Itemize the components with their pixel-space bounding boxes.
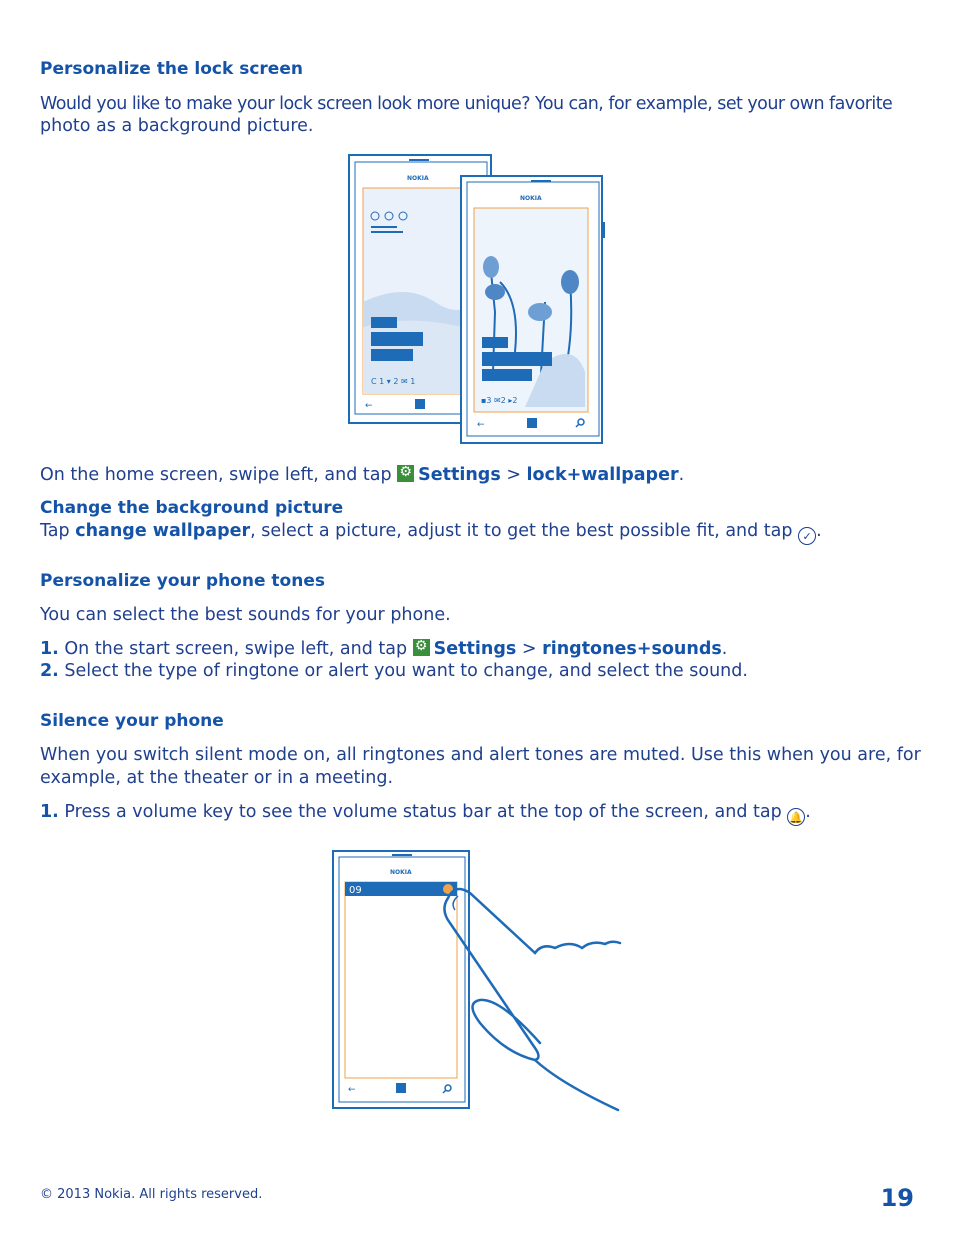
ringtones-sounds-label: ringtones+sounds	[542, 639, 722, 659]
lock-screen-phones-illustration: NOKIA C 1 ▾ 2 ✉ 1 ← NOKIA ▪3 ✉2 ▸2 ←	[348, 154, 605, 444]
settings-icon	[412, 637, 430, 656]
tap-text: Tap	[40, 521, 76, 541]
silence-step1-end: .	[805, 802, 811, 822]
lock-screen-intro-line2: photo as a background picture.	[40, 116, 314, 136]
change-background-rest: , select a picture, adjust it to get the…	[250, 521, 799, 541]
back-phone-brand: NOKIA	[407, 175, 429, 182]
phone-tones-intro: You can select the best sounds for your …	[40, 605, 451, 625]
page-number: 19	[880, 1184, 914, 1212]
instruction-end: .	[678, 465, 685, 485]
settings-icon	[397, 463, 415, 482]
lock-screen-intro-line1: Would you like to make your lock screen …	[40, 94, 893, 114]
change-background-end: .	[816, 521, 822, 541]
heading-lock-screen: Personalize the lock screen	[40, 59, 303, 79]
lock-wallpaper-label: lock+wallpaper	[526, 465, 679, 485]
settings-label: Settings	[433, 639, 517, 659]
lock-screen-instruction: On the home screen, swipe left, and tap …	[40, 463, 685, 486]
phone-tones-step2: 2. Select the type of ringtone or alert …	[40, 660, 748, 682]
silence-phone-brand: NOKIA	[390, 869, 412, 876]
heading-silence-phone: Silence your phone	[40, 711, 224, 731]
silence-step1-text: Press a volume key to see the volume sta…	[58, 802, 788, 822]
step1-end: .	[721, 639, 728, 659]
svg-text:←: ←	[348, 1085, 356, 1095]
silence-intro-line1: When you switch silent mode on, all ring…	[40, 745, 921, 765]
heading-change-background: Change the background picture	[40, 498, 344, 518]
step2-number: 2.	[40, 661, 59, 681]
svg-text:▪3 ✉2 ▸2: ▪3 ✉2 ▸2	[481, 396, 518, 405]
change-background-text: Tap change wallpaper, select a picture, …	[40, 520, 822, 545]
bell-icon: 🔔	[787, 808, 806, 826]
change-wallpaper-label: change wallpaper	[75, 521, 251, 541]
silence-intro-line2: example, at the theater or in a meeting.	[40, 768, 394, 788]
separator: >	[500, 465, 527, 485]
instruction-prefix: On the home screen, swipe left, and tap	[40, 465, 398, 485]
checkmark-icon: ✓	[798, 527, 817, 545]
heading-phone-tones: Personalize your phone tones	[40, 571, 325, 591]
settings-label: Settings	[418, 465, 501, 485]
volume-level: 09	[349, 885, 362, 896]
silence-step1-number: 1.	[40, 802, 59, 822]
step1-number: 1.	[40, 639, 59, 659]
copyright: © 2013 Nokia. All rights reserved.	[40, 1187, 263, 1202]
phone-tones-step1: 1. On the start screen, swipe left, and …	[40, 637, 728, 660]
step2-text: Select the type of ringtone or alert you…	[58, 661, 748, 681]
silence-phone-illustration: NOKIA 09 ←	[332, 850, 622, 1112]
step1-prefix: On the start screen, swipe left, and tap	[58, 639, 413, 659]
silence-step1: 1. Press a volume key to see the volume …	[40, 801, 811, 826]
svg-text:←: ←	[365, 401, 373, 411]
separator: >	[516, 639, 543, 659]
svg-text:←: ←	[477, 420, 485, 430]
front-phone-brand: NOKIA	[520, 195, 542, 202]
svg-text:C 1 ▾ 2 ✉ 1: C 1 ▾ 2 ✉ 1	[371, 377, 415, 386]
